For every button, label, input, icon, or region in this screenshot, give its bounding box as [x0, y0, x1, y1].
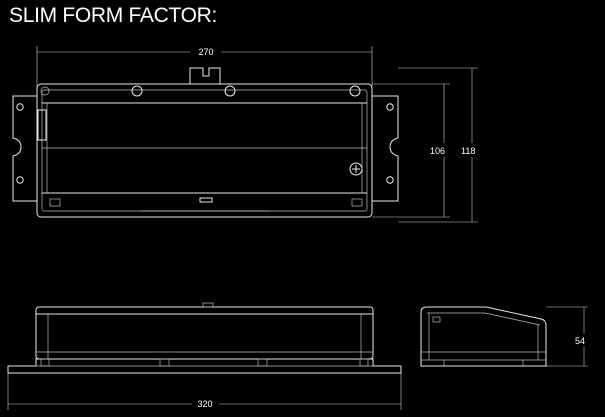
right-mounting-bracket — [371, 95, 399, 202]
top-connector-tab — [189, 67, 221, 84]
left-bracket-hole-top — [16, 103, 24, 111]
side-slope-edge — [484, 312, 541, 326]
side-view — [420, 306, 547, 367]
front-view-body — [35, 306, 374, 360]
top-screw-boss-1 — [131, 85, 143, 97]
left-mounting-bracket — [12, 95, 38, 202]
bottom-foot-right — [351, 198, 363, 207]
top-view — [12, 67, 399, 218]
page-title: SLIM FORM FACTOR: — [9, 4, 218, 27]
dim-118-label: 118 — [461, 146, 475, 156]
right-bracket-hole-top — [386, 103, 394, 111]
front-foot-left — [40, 358, 50, 367]
side-view-profile — [420, 306, 547, 367]
dimension-106: 106 — [372, 83, 450, 218]
left-bracket-hole-bottom — [16, 176, 24, 184]
top-view-outer-body — [36, 83, 373, 218]
dimension-118: 118 — [398, 67, 478, 223]
right-bracket-hole-bottom — [386, 176, 394, 184]
side-latch-detail — [432, 316, 441, 323]
top-screw-boss-3 — [349, 85, 361, 97]
dimension-320: 320 — [7, 373, 402, 410]
front-foot-1 — [159, 358, 170, 367]
dim-106-label: 106 — [430, 146, 445, 156]
side-latch — [37, 109, 47, 141]
front-foot-right — [359, 358, 369, 367]
front-foot-2 — [257, 358, 268, 367]
dim-270-label: 270 — [198, 47, 213, 57]
dimension-270: 270 — [36, 46, 373, 86]
top-screw-boss-2 — [224, 85, 236, 97]
vent-slot — [199, 197, 213, 203]
bottom-foot-left — [49, 198, 61, 207]
dimension-54: 54 — [546, 306, 588, 367]
corner-boss-left — [40, 86, 50, 96]
dim-320-label: 320 — [197, 399, 212, 409]
connector-port — [349, 162, 363, 176]
front-top-nub — [202, 302, 214, 308]
front-view — [7, 302, 402, 374]
dim-54-label: 54 — [575, 336, 585, 346]
